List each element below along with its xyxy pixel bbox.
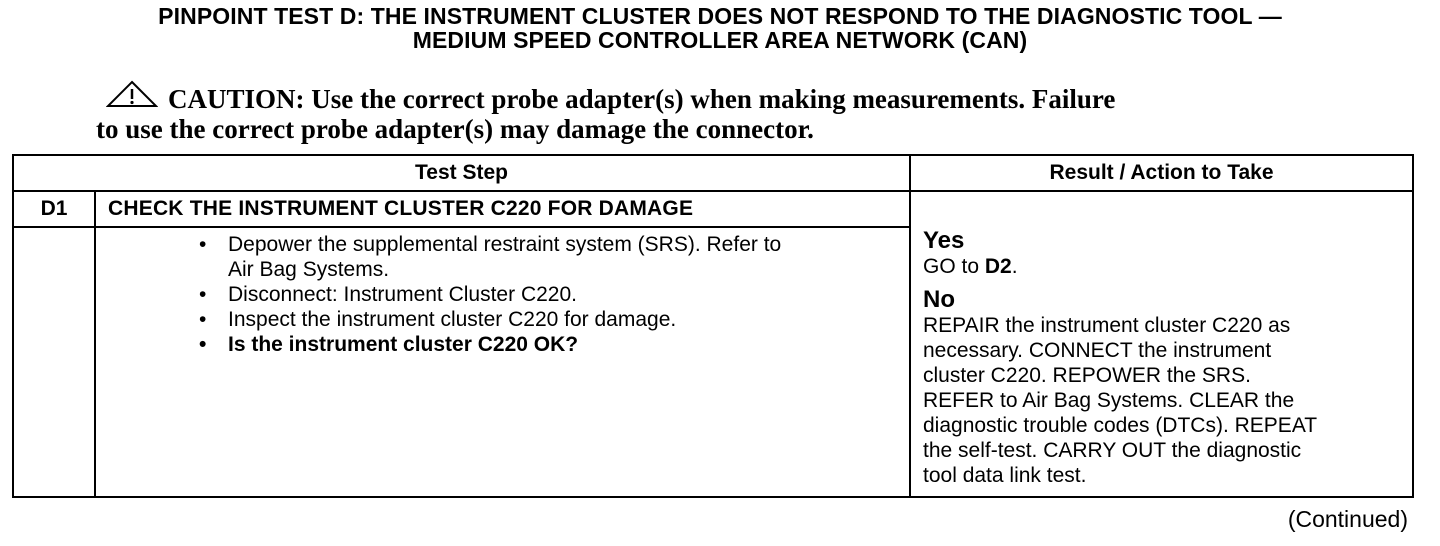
yes-label: Yes (923, 227, 965, 254)
list-item-question: • Is the instrument cluster C220 OK? (96, 332, 909, 357)
bullet-icon: • (199, 308, 207, 331)
caution-text-line-1: CAUTION: Use the correct probe adapter(s… (168, 84, 1116, 114)
no-action-line: REFER to Air Bag Systems. CLEAR the (923, 389, 1295, 412)
bullet-icon: • (199, 333, 207, 356)
step-id: D1 (12, 190, 96, 228)
no-action-line: necessary. CONNECT the instrument (923, 339, 1272, 362)
pinpoint-test-table: Test Step Result / Action to Take D1 CHE… (12, 154, 1414, 498)
step-instructions: • Depower the supplemental restraint sys… (94, 226, 911, 498)
step-body-row: • Depower the supplemental restraint sys… (12, 226, 1413, 498)
header-result-action: Result / Action to Take (909, 154, 1414, 192)
list-item: • Depower the supplemental restraint sys… (96, 232, 909, 282)
caution-text-line-2: to use the correct probe adapter(s) may … (96, 114, 814, 144)
no-action-line: cluster C220. REPOWER the SRS. (923, 364, 1251, 387)
no-action-line: tool data link test. (923, 464, 1087, 487)
header-test-step: Test Step (12, 154, 911, 192)
no-action-line: the self-test. CARRY OUT the diagnostic (923, 439, 1302, 462)
no-action-line: diagnostic trouble codes (DTCs). REPEAT (923, 414, 1318, 437)
list-item-text: Disconnect: Instrument Cluster C220. (228, 283, 577, 306)
table-header-row: Test Step Result / Action to Take (12, 154, 1414, 192)
list-item-text: Depower the supplemental restraint syste… (228, 233, 782, 256)
warning-triangle-icon (106, 80, 158, 110)
no-action-line: REPAIR the instrument cluster C220 as (923, 314, 1291, 337)
no-label: No (923, 286, 955, 313)
page-title: PINPOINT TEST D: THE INSTRUMENT CLUSTER … (0, 4, 1440, 52)
list-item: • Inspect the instrument cluster C220 fo… (96, 307, 909, 332)
yes-action-prefix: GO to (923, 255, 985, 278)
continued-label: (Continued) (1287, 506, 1408, 532)
list-item: • Disconnect: Instrument Cluster C220. (96, 282, 909, 307)
list-item-text: Inspect the instrument cluster C220 for … (228, 308, 677, 331)
bullet-icon: • (199, 283, 207, 306)
yes-action: GO to D2. (923, 254, 1404, 279)
title-line-2: MEDIUM SPEED CONTROLLER AREA NETWORK (CA… (412, 27, 1028, 53)
list-item-text: Is the instrument cluster C220 OK? (228, 333, 579, 356)
step-heading-row: D1 CHECK THE INSTRUMENT CLUSTER C220 FOR… (12, 190, 1414, 498)
step-id-blank (12, 226, 96, 498)
caution-notice: CAUTION: Use the correct probe adapter(s… (96, 80, 1396, 144)
yes-target-link[interactable]: D2 (984, 255, 1012, 278)
step-heading: CHECK THE INSTRUMENT CLUSTER C220 FOR DA… (94, 190, 911, 228)
yes-action-suffix: . (1011, 255, 1018, 278)
title-line-1: PINPOINT TEST D: THE INSTRUMENT CLUSTER … (158, 3, 1282, 29)
result-action-cell: Yes GO to D2. No REPAIR the instrument c… (909, 190, 1414, 498)
bullet-icon: • (199, 233, 207, 256)
list-item-text: Air Bag Systems. (228, 258, 390, 281)
